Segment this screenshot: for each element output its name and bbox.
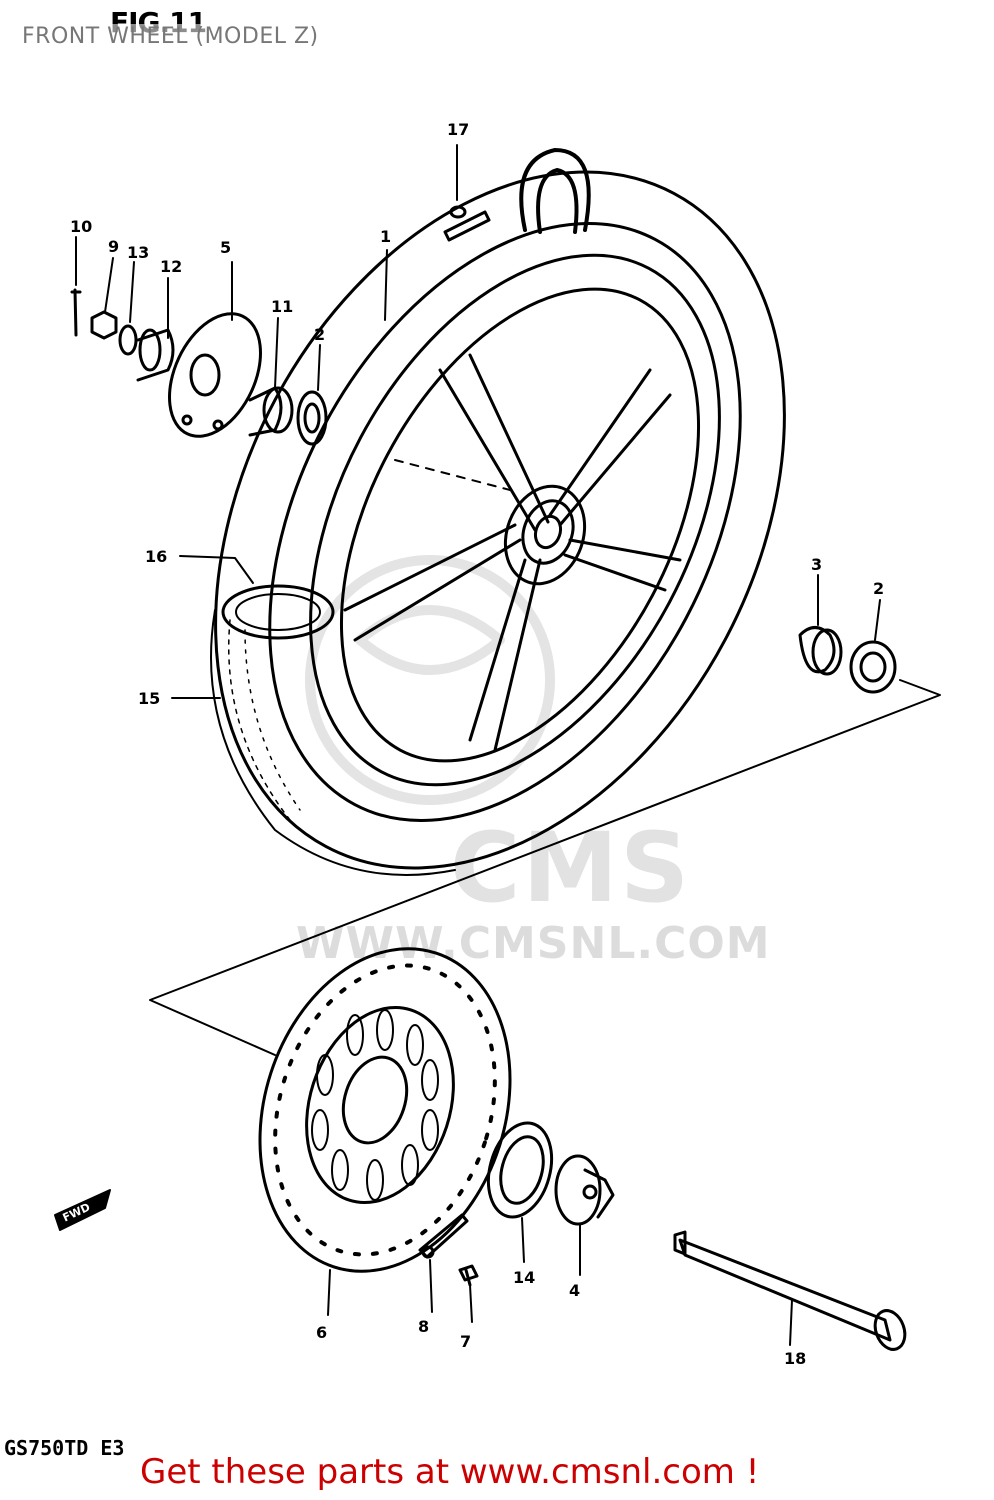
- gearbox-plate: [168, 312, 262, 438]
- callout-11: 14: [513, 1268, 535, 1287]
- callout-7: 11: [271, 297, 293, 316]
- callout-8: 12: [160, 257, 182, 276]
- fwd-arrow-icon: [54, 1189, 111, 1231]
- callout-1: 1: [380, 227, 391, 246]
- tire-valve-loop: [519, 148, 591, 234]
- model-code: GS750TD E3: [4, 1436, 125, 1460]
- disc-bolt: [458, 1264, 479, 1287]
- callout-4: 18: [784, 1349, 806, 1368]
- callout-2-right: 2: [873, 579, 884, 598]
- right-spacer: [798, 626, 843, 676]
- axle-line-left: [394, 459, 511, 491]
- callout-5: 9: [108, 237, 119, 256]
- wheel-rim: [309, 253, 721, 787]
- wheel-spokes: [343, 353, 682, 752]
- page-title: FRONT WHEEL (MODEL Z): [22, 24, 319, 49]
- callout-15: 8: [418, 1317, 429, 1336]
- valve-cap: [443, 205, 491, 242]
- promo-link[interactable]: Get these parts at www.cmsnl.com !: [140, 1452, 760, 1492]
- axle-bolt-head: [70, 288, 82, 337]
- brake-disc: [258, 947, 512, 1273]
- lock-washer: [418, 1213, 469, 1259]
- front-axle: [673, 1230, 907, 1351]
- axle-nut: [90, 310, 118, 340]
- callout-9: 13: [127, 243, 149, 262]
- watermark-url: WWW.CMSNL.COM: [296, 918, 771, 969]
- bearing-right: [849, 640, 897, 694]
- washer: [118, 324, 138, 356]
- callout-10: 5: [220, 238, 231, 257]
- callout-14: 7: [460, 1332, 471, 1351]
- callout-16: 15: [138, 689, 160, 708]
- assembly-line: [149, 679, 941, 1056]
- dust-seal: [486, 1121, 554, 1219]
- bearing-left: [296, 390, 328, 446]
- callout-3: 3: [811, 555, 822, 574]
- wheel-hub: [503, 484, 587, 586]
- callout-6: 10: [70, 217, 92, 236]
- callout-13: 6: [316, 1323, 327, 1342]
- tire: [210, 170, 786, 876]
- tire-cutaway: [221, 584, 335, 640]
- leader-lines: [75, 144, 881, 1346]
- callout-12: 4: [569, 1281, 580, 1300]
- drive-gear: [554, 1154, 615, 1226]
- callout-18: 17: [447, 120, 469, 139]
- callout-2-left: 2: [314, 325, 325, 344]
- bearing-spacer: [248, 386, 294, 437]
- callout-17: 16: [145, 547, 167, 566]
